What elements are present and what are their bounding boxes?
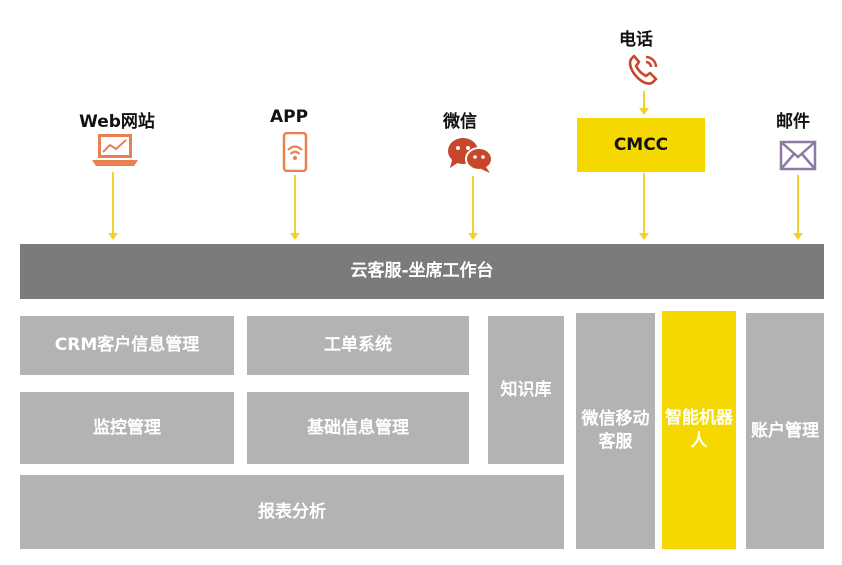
envelope-icon [779,140,817,171]
arrow-web-to-workbench [108,172,118,240]
module-basic-info: 基础信息管理 [247,392,469,464]
module-wechat-mobile: 微信移动客服 [576,313,655,549]
channel-label-phone: 电话 [619,30,653,50]
module-report: 报表分析 [20,475,564,549]
module-crm: CRM客户信息管理 [20,316,234,375]
module-monitor: 监控管理 [20,392,234,464]
channel-label-app: APP [269,107,309,127]
smartphone-wifi-icon [282,132,308,172]
arrow-app-to-workbench [290,175,300,240]
phone-icon [628,54,658,85]
channel-label-email: 邮件 [776,112,810,132]
channel-label-web: Web网站 [79,112,155,132]
workbench-bar: 云客服-坐席工作台 [20,244,824,299]
arrow-cmcc-to-workbench [639,173,649,240]
module-account: 账户管理 [746,313,824,549]
arrow-email-to-workbench [793,175,803,240]
cmcc-box: CMCC [577,118,705,172]
arrow-wechat-to-workbench [468,176,478,240]
wechat-chat-icon [448,138,493,173]
module-robot: 智能机器人 [662,311,736,549]
channel-label-wechat: 微信 [443,112,477,132]
module-ticket: 工单系统 [247,316,469,375]
laptop-chart-icon [92,134,138,166]
module-knowledge: 知识库 [488,316,564,464]
arrow-phone-to-cmcc [639,91,649,115]
